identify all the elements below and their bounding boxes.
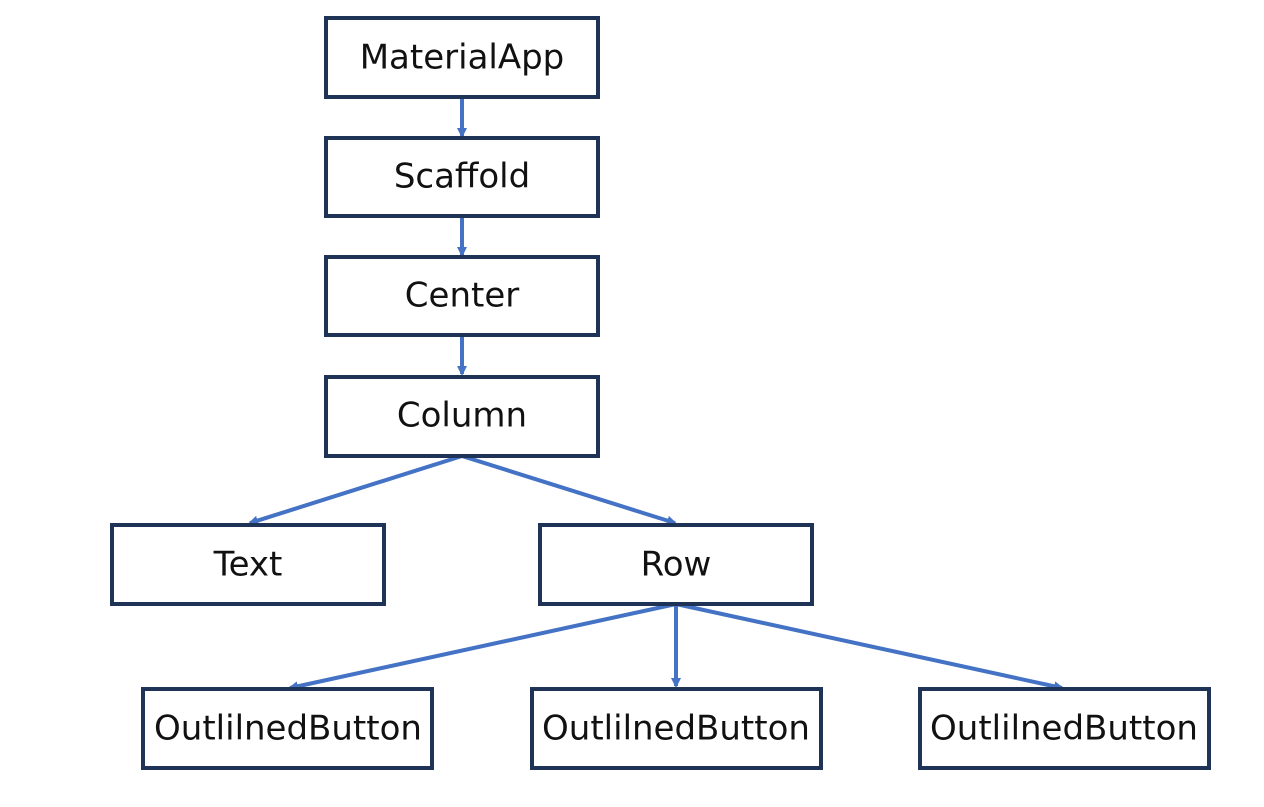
node-center: Center: [324, 255, 600, 337]
node-button3: OutlilnedButton: [918, 687, 1211, 770]
node-scaffold: Scaffold: [324, 136, 600, 218]
node-box: [110, 523, 386, 606]
node-label: Center: [405, 276, 519, 316]
edge-column-text: [248, 454, 463, 526]
edge-row-button1: [288, 602, 677, 692]
node-box: [530, 687, 823, 770]
node-text: Text: [110, 523, 386, 606]
node-label: Column: [397, 396, 527, 436]
node-button1: OutlilnedButton: [141, 687, 434, 770]
node-box: [141, 687, 434, 770]
node-materialapp: MaterialApp: [324, 16, 600, 99]
node-box: [324, 255, 600, 337]
edge-row-button3: [675, 602, 1064, 692]
node-button2: OutlilnedButton: [530, 687, 823, 770]
edge-column-row: [461, 454, 677, 526]
node-box: [324, 136, 600, 218]
node-label: OutlilnedButton: [542, 709, 810, 749]
node-label: OutlilnedButton: [930, 709, 1198, 749]
node-label: Text: [213, 545, 283, 585]
node-label: Scaffold: [394, 157, 530, 197]
node-label: Row: [641, 545, 712, 585]
node-label: OutlilnedButton: [154, 709, 422, 749]
node-box: [324, 16, 600, 99]
node-label: MaterialApp: [360, 38, 565, 78]
node-column: Column: [324, 375, 600, 458]
node-box: [324, 375, 600, 458]
node-box: [918, 687, 1211, 770]
node-box: [538, 523, 814, 606]
edges: [248, 97, 1064, 692]
node-row: Row: [538, 523, 814, 606]
